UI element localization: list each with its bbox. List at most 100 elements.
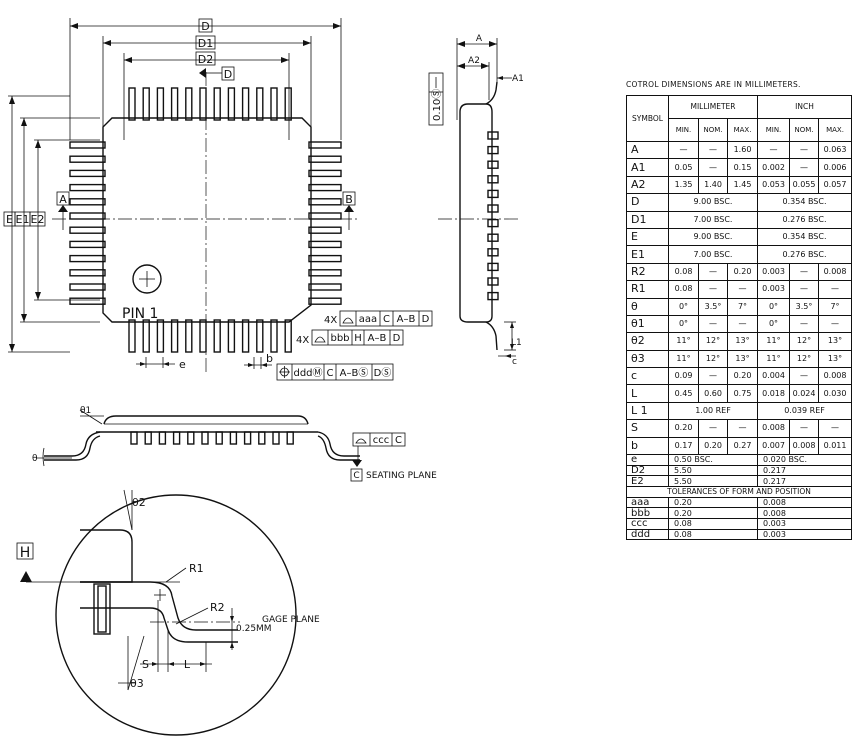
subheader-mm-min: MIN. xyxy=(668,118,699,142)
pin xyxy=(199,87,207,121)
pin xyxy=(487,218,499,228)
table-cell: 0.018 xyxy=(757,384,791,403)
table-cell: 0.008 xyxy=(818,367,853,386)
pin xyxy=(69,141,106,149)
table-cell: 0.008 xyxy=(757,419,791,438)
table-cell: 11° xyxy=(757,349,791,369)
l-label: L xyxy=(184,658,191,671)
pin xyxy=(284,87,292,121)
top-view: D D1 D2 D E E1 E2 xyxy=(3,18,433,381)
pin xyxy=(227,319,236,353)
side-dim-c: c xyxy=(512,357,517,367)
theta1-label: θ1 xyxy=(80,406,91,416)
table-cell: TOLERANCES OF FORM AND POSITION xyxy=(625,485,853,498)
table-cell: 7.00 BSC. xyxy=(667,245,759,264)
pin xyxy=(69,155,106,163)
table-cell: 0.008 xyxy=(818,262,853,282)
pin xyxy=(201,431,209,445)
table-cell: 0.008 xyxy=(757,496,853,509)
mm-header: MILLIMETER xyxy=(667,95,759,119)
side-tol-label: 0.10Ⓢ xyxy=(431,89,443,121)
table-cell: D xyxy=(626,193,669,212)
table-cell: — xyxy=(818,280,853,299)
table-cell: 5.50 xyxy=(667,464,759,477)
subheader-inch-nom: NOM. xyxy=(789,118,820,142)
pin xyxy=(308,297,342,305)
table-cell: ddd xyxy=(626,528,669,541)
table-cell: — xyxy=(789,158,820,177)
table-cell: 1.45 xyxy=(726,175,759,195)
side-dim-l1: L1 xyxy=(511,338,522,348)
subheader-inch-min: MIN. xyxy=(757,118,791,142)
table-cell: 3.5° xyxy=(789,297,820,316)
pin xyxy=(487,131,499,140)
pin xyxy=(128,87,136,121)
table-cell: 0.354 BSC. xyxy=(757,193,853,212)
fcf-ddd-tol: dddⓂ xyxy=(293,367,322,379)
table-cell: 0.063 xyxy=(818,140,853,160)
table-cell: 0.008 xyxy=(757,507,853,519)
table-cell: 1.00 REF xyxy=(667,401,759,421)
fcf-ddd-datum-2: A–BⓈ xyxy=(340,367,369,379)
pin xyxy=(185,87,193,121)
fcf-bbb-tol: bbb xyxy=(330,333,349,344)
table-cell: 12° xyxy=(789,349,820,369)
r2-label: R2 xyxy=(210,601,225,614)
table-cell: 9.00 BSC. xyxy=(667,193,759,212)
table-cell: 1.60 xyxy=(726,140,759,160)
pin xyxy=(308,212,342,220)
table-cell: bbb xyxy=(626,507,669,519)
table-cell: A1 xyxy=(626,158,669,177)
pin xyxy=(308,198,342,206)
table-cell: D1 xyxy=(626,210,669,229)
table-cell: 0.354 BSC. xyxy=(757,227,853,247)
fcf-ddd-datum-3: DⓈ xyxy=(374,367,392,379)
table-cell: — xyxy=(789,314,820,334)
datum-d-label: D xyxy=(224,68,232,81)
pin xyxy=(272,431,280,445)
table-cell: b xyxy=(626,436,669,456)
table-cell: ccc xyxy=(626,518,669,530)
table-cell: 0.003 xyxy=(757,528,853,541)
table-cell: D2 xyxy=(626,464,669,477)
table-cell: 0.008 xyxy=(789,436,820,456)
table-cell: — xyxy=(789,262,820,282)
table-cell: 0.08 xyxy=(668,262,699,282)
table-cell: 0.20 xyxy=(667,507,759,519)
table-cell: — xyxy=(698,419,728,438)
table-cell: 13° xyxy=(726,349,759,369)
pin xyxy=(69,240,106,249)
table-cell: 0.003 xyxy=(757,280,791,299)
pin xyxy=(241,87,250,121)
inch-header: INCH xyxy=(757,95,853,119)
table-cell: R1 xyxy=(626,280,669,299)
pin xyxy=(227,87,236,121)
fcf-bbb-prefix: 4X xyxy=(296,335,309,346)
table-cell: 0.006 xyxy=(818,158,853,177)
pin xyxy=(142,87,150,121)
pin xyxy=(308,141,342,149)
fcf-bbb-datum-2: A–B xyxy=(368,333,387,344)
subheader-mm-max: MAX. xyxy=(726,118,759,142)
theta2-label: θ2 xyxy=(132,496,146,509)
pin xyxy=(258,431,266,445)
table-cell: 0.217 xyxy=(757,475,853,487)
table-cell: 0.09 xyxy=(668,367,699,386)
theta3-label: θ3 xyxy=(130,677,144,690)
side-view: A A2 A1 0.10Ⓢ L1 c xyxy=(428,34,524,367)
dim-d-label: D xyxy=(201,20,209,33)
table-cell: θ1 xyxy=(626,314,669,334)
table-cell: 7° xyxy=(726,297,759,316)
table-cell: 13° xyxy=(818,332,853,351)
table-cell: 0° xyxy=(757,297,791,316)
table-cell: 13° xyxy=(726,332,759,351)
side-dim-a: A xyxy=(476,34,483,44)
table-cell: 0.024 xyxy=(789,384,820,403)
table-cell: — xyxy=(789,419,820,438)
